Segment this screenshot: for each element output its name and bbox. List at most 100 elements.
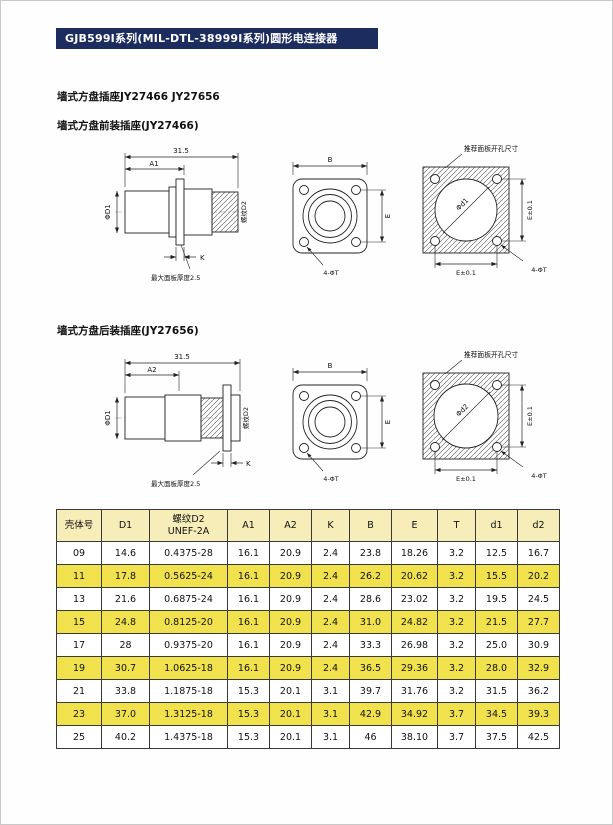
table-cell: 3.1: [311, 702, 350, 726]
b-dim-label: B: [328, 156, 333, 164]
table-cell: 15.3: [227, 725, 270, 749]
table-cell: 37.0: [101, 702, 150, 726]
table-cell: 17: [56, 633, 102, 657]
table-cell: 3.1: [311, 725, 350, 749]
dim-overall-label: 31.5: [174, 353, 190, 361]
e-dim-label: E: [384, 420, 392, 424]
table-cell: 33.8: [101, 679, 150, 703]
cutout-e-horizontal-label: E±0.1: [456, 475, 476, 483]
table-cell: 27.7: [517, 610, 560, 634]
table-cell: 36.2: [517, 679, 560, 703]
table-cell: 42.5: [517, 725, 560, 749]
table-cell: 21.6: [101, 587, 150, 611]
table-cell: 40.2: [101, 725, 150, 749]
table-cell: 3.2: [437, 633, 476, 657]
table-cell: 18.26: [391, 541, 438, 565]
table-cell: 20.62: [391, 564, 438, 588]
table-cell: 20.9: [269, 610, 312, 634]
table-cell: 24.5: [517, 587, 560, 611]
table-cell: 21.5: [475, 610, 518, 634]
table-cell: 26.2: [349, 564, 392, 588]
rear-mount-drawing: 31.5 A2 ΦD1 螺纹D2 K 最大面板厚度2.5 B E 4-ΦT: [104, 350, 547, 488]
table-cell: 20.9: [269, 656, 312, 680]
table-cell: 32.9: [517, 656, 560, 680]
table-cell: 21: [56, 679, 102, 703]
column-header: B: [349, 509, 392, 542]
front-mount-drawing: 31.5 A1 ΦD1 螺纹D2 K 最大面板厚度2.5 B E 4-ΦT: [104, 144, 547, 282]
panel-note-label: 最大面板厚度2.5: [151, 479, 200, 488]
cutout-holes-label: 4-ΦT: [531, 266, 547, 274]
table-cell: 33.3: [349, 633, 392, 657]
table-cell: 14.6: [101, 541, 150, 565]
table-cell: 24.82: [391, 610, 438, 634]
table-cell: 28: [101, 633, 150, 657]
table-cell: 42.9: [349, 702, 392, 726]
table-cell: 26.98: [391, 633, 438, 657]
table-cell: 0.6875-24: [149, 587, 228, 611]
column-header: d2: [517, 509, 560, 542]
table-cell: 0.5625-24: [149, 564, 228, 588]
table-cell: 0.4375-28: [149, 541, 228, 565]
table-cell: 20.9: [269, 587, 312, 611]
column-header: K: [311, 509, 350, 542]
table-cell: 16.1: [227, 610, 270, 634]
table-cell: 1.4375-18: [149, 725, 228, 749]
table-cell: 1.0625-18: [149, 656, 228, 680]
table-cell: 31.76: [391, 679, 438, 703]
dim-overall-label: 31.5: [173, 147, 189, 155]
table-cell: 19.5: [475, 587, 518, 611]
column-header: 螺纹D2 UNEF-2A: [149, 509, 228, 542]
table-cell: 3.7: [437, 725, 476, 749]
table-cell: 25.0: [475, 633, 518, 657]
shell-dia-label: ΦD1: [104, 410, 112, 425]
thread-label: 螺纹D2: [241, 407, 250, 429]
table-cell: 2.4: [311, 541, 350, 565]
table-cell: 28.6: [349, 587, 392, 611]
column-header: D1: [101, 509, 150, 542]
table-cell: 15: [56, 610, 102, 634]
table-cell: 3.2: [437, 564, 476, 588]
table-cell: 1.3125-18: [149, 702, 228, 726]
table-cell: 0.8125-20: [149, 610, 228, 634]
table-cell: 2.4: [311, 656, 350, 680]
panel-note-label: 最大面板厚度2.5: [151, 273, 200, 282]
cutout-e-horizontal-label: E±0.1: [456, 269, 476, 277]
table-cell: 24.8: [101, 610, 150, 634]
table-cell: 34.92: [391, 702, 438, 726]
table-cell: 15.3: [227, 702, 270, 726]
table-cell: 16.7: [517, 541, 560, 565]
series-title: 墙式方盘插座JY27466 JY27656: [57, 91, 220, 103]
table-cell: 46: [349, 725, 392, 749]
table-cell: 20.1: [269, 725, 312, 749]
column-header: E: [391, 509, 438, 542]
mount-holes-label: 4-ΦT: [323, 475, 339, 483]
table-cell: 34.5: [475, 702, 518, 726]
panel-cutout-view: [422, 153, 526, 268]
cutout-title-label: 推荐面板开孔尺寸: [464, 350, 519, 359]
flange-front-view: [292, 162, 386, 266]
table-cell: 2.4: [311, 564, 350, 588]
table-cell: 30.9: [517, 633, 560, 657]
table-cell: 20.1: [269, 679, 312, 703]
table-cell: 13: [56, 587, 102, 611]
table-cell: 3.2: [437, 587, 476, 611]
table-cell: 20.9: [269, 541, 312, 565]
k-dim-label: K: [246, 460, 251, 468]
thread-label: 螺纹D2: [239, 201, 248, 223]
side-view: [114, 153, 247, 270]
shell-dia-label: ΦD1: [104, 204, 112, 219]
table-cell: 2.4: [311, 610, 350, 634]
table-cell: 38.10: [391, 725, 438, 749]
table-cell: 3.1: [311, 679, 350, 703]
table-cell: 31.0: [349, 610, 392, 634]
page-title: GJB599I系列(MIL-DTL-38999I系列)圆形电连接器: [65, 32, 338, 45]
table-cell: 20.9: [269, 633, 312, 657]
table-cell: 16.1: [227, 541, 270, 565]
cutout-e-vertical-label: E±0.1: [526, 406, 534, 426]
cutout-title-label: 推荐面板开孔尺寸: [464, 144, 519, 153]
